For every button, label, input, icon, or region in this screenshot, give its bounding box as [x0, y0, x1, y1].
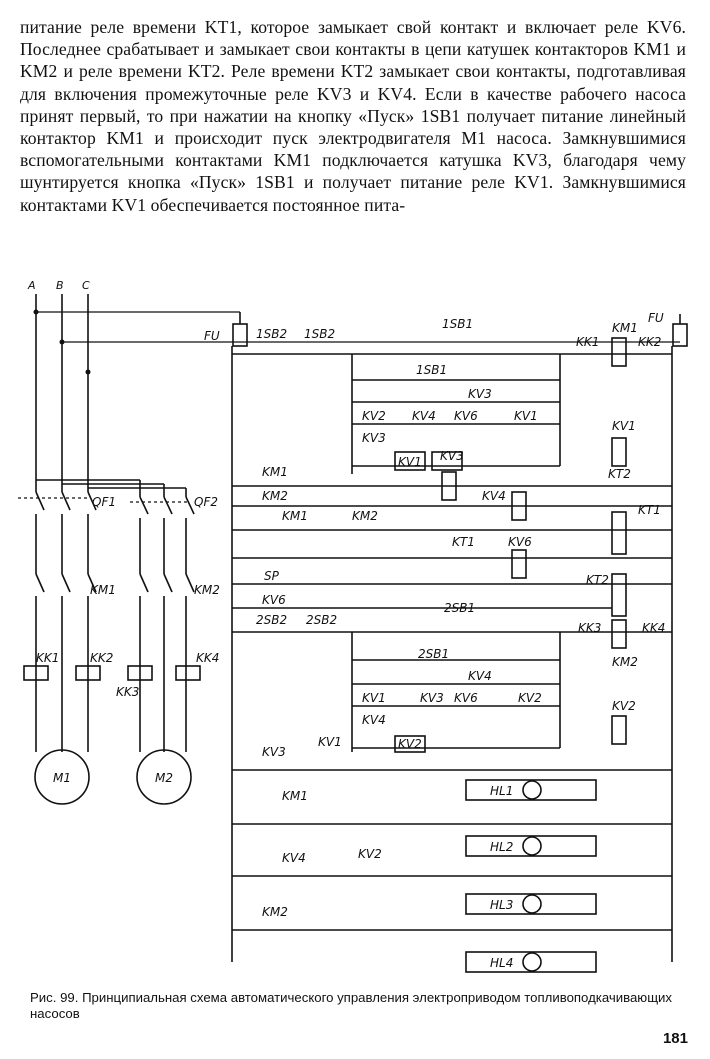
mid-km1-label: KM1 [262, 465, 288, 479]
motor-m2-label: M2 [155, 771, 173, 785]
kk2-label: KK2 [90, 651, 113, 665]
page-number: 181 [662, 1030, 688, 1047]
kk3-label: KK3 [116, 685, 139, 699]
qf1-label: QF1 [92, 495, 116, 509]
phase-a-label: A [27, 279, 36, 292]
lamp-km2-label: KM2 [262, 905, 288, 919]
lamp-hl3-label: HL3 [490, 898, 513, 912]
bot-kv2-label: KV2 [518, 691, 542, 705]
fu-left-label: FU [204, 329, 220, 343]
mid-km2-label: KM2 [262, 489, 288, 503]
bot-kv6-label: KV6 [454, 691, 478, 705]
motor-m1-label: M1 [53, 771, 71, 785]
btn-2sb1b-label: 2SB1 [418, 647, 449, 661]
btn-1sb2b-label: 1SB2 [304, 327, 335, 341]
mid-kt2-label: KT2 [586, 573, 609, 587]
bot-kv4-label: KV4 [468, 669, 492, 683]
top-kv2-label: KV2 [362, 409, 386, 423]
lamp-hl1-label: HL1 [490, 784, 513, 798]
btn-1sb1b-label: 1SB1 [416, 363, 447, 377]
bot-km2-label: KM2 [612, 655, 638, 669]
lamp-hl2-label: HL2 [490, 840, 513, 854]
btn-2sb2a-label: 2SB2 [256, 613, 287, 627]
figure-caption: Рис. 99. Принципиальная схема автоматиче… [30, 990, 673, 1021]
top-kk1-label: KK1 [576, 335, 599, 349]
bot-kv2b-label: KV2 [398, 737, 422, 751]
mid-km1b-label: KM1 [282, 509, 308, 523]
top-kk2-label: KK2 [638, 335, 661, 349]
phase-c-label: C [82, 279, 90, 292]
bot-kk3-label: KK3 [578, 621, 601, 635]
body-paragraph: питание реле времени KT1, которое замыка… [20, 17, 687, 215]
phase-b-label: B [56, 279, 64, 292]
top-kv3b-label: KV3 [362, 431, 386, 445]
mid-kt1-label: KT1 [638, 503, 661, 517]
btn-1sb1-label: 1SB1 [442, 317, 473, 331]
top-kv3-label: KV3 [468, 387, 492, 401]
btn-2sb1-label: 2SB1 [444, 601, 475, 615]
bot-kv2coil-label: KV2 [612, 699, 636, 713]
kk4-label: KK4 [196, 651, 219, 665]
power-section: A B C QF1 QF2 KM1 KM2 KK1 [18, 279, 680, 805]
lamp-kv4-label: KV4 [282, 851, 306, 865]
lamp-km1-label: KM1 [282, 789, 308, 803]
lamp-kv2-label: KV2 [358, 847, 382, 861]
top-km1-label: KM1 [612, 321, 638, 335]
mid-km2b-label: KM2 [352, 509, 378, 523]
mid-kv4-label: KV4 [482, 489, 506, 503]
top-kv6-label: KV6 [454, 409, 478, 423]
top-kt2-label: KT2 [608, 467, 631, 481]
bot-kv3-label: KV3 [420, 691, 444, 705]
km1-power-label: KM1 [90, 583, 116, 597]
btn-1sb2a-label: 1SB2 [256, 327, 287, 341]
bot-kv4b-label: KV4 [362, 713, 386, 727]
btn-2sb2b-label: 2SB2 [306, 613, 337, 627]
lamp-kv1-label: KV1 [318, 735, 342, 749]
kk1-label: KK1 [36, 651, 59, 665]
mid-kv6b-label: KV6 [262, 593, 286, 607]
fu-right-label: FU [648, 311, 664, 325]
bot-kk4-label: KK4 [642, 621, 665, 635]
mid-sp-label: SP [264, 569, 280, 583]
top-kv1coil-label: KV1 [612, 419, 636, 433]
qf2-label: QF2 [194, 495, 218, 509]
lamp-hl4-label: HL4 [490, 956, 513, 970]
control-schematic-diagram: A B C QF1 QF2 KM1 KM2 KK1 [18, 279, 688, 973]
top-kv4-label: KV4 [412, 409, 436, 423]
lamp-kv3-label: KV3 [262, 745, 286, 759]
top-kv3coil-label: KV3 [440, 449, 464, 463]
mid-kt1c-label: KT1 [452, 535, 475, 549]
top-kv1-label: KV1 [514, 409, 538, 423]
mid-kv6-label: KV6 [508, 535, 532, 549]
top-kv1b-label: KV1 [398, 455, 422, 469]
km2-power-label: KM2 [194, 583, 220, 597]
bot-kv1-label: KV1 [362, 691, 386, 705]
control-section: FU FU 1SB2 1SB2 1SB1 1SB1 KV3 KV2 KV4 KV… [204, 311, 688, 973]
